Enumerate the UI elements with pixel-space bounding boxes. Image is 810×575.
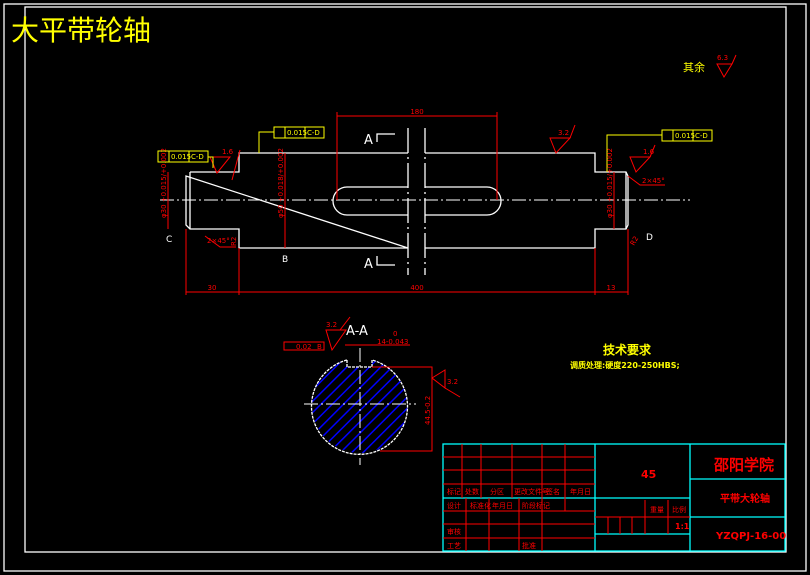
dim-chamfer-right: 2×45° — [642, 177, 665, 185]
part-name: 平带大轮轴 — [720, 492, 770, 505]
school-name: 邵阳学院 — [713, 456, 774, 474]
section-label: A-A — [346, 324, 368, 339]
section-aa — [283, 316, 461, 465]
header-mark: 标记 — [447, 487, 461, 496]
tolerance-datum-3: C-D — [695, 132, 708, 140]
dim-chamfer-left: 2×45° — [207, 237, 230, 245]
header-stage: 阶段标记 — [522, 501, 550, 510]
title-block — [442, 443, 786, 552]
roughness-mid: 3.2 — [558, 129, 569, 137]
tolerance-frames — [157, 126, 713, 172]
dim-fillet-right: R2 — [629, 235, 641, 247]
dim-right-length: 13 — [607, 284, 616, 292]
roughness-left: 1.6 — [222, 148, 234, 156]
label-process: 工艺 — [447, 542, 461, 550]
key-width: 14-0.043 — [377, 338, 408, 346]
symmetry-value: 0.02 — [296, 343, 312, 351]
header-sign: 签名 — [546, 487, 560, 496]
label-review: 审核 — [447, 527, 461, 536]
shaft-outline — [185, 128, 629, 275]
tech-req-title: 技术要求 — [603, 342, 652, 357]
key-depth: 44.5-0.2 — [424, 396, 432, 425]
symmetry-datum: B — [317, 343, 322, 351]
header-change-doc: 更改文件号 — [514, 487, 549, 496]
datum-d: D — [646, 233, 653, 243]
drawing-number: YZQPJ-16-00 — [715, 531, 786, 542]
inner-frame — [24, 6, 787, 553]
dim-keyway-length: 180 — [410, 108, 423, 116]
other-roughness-label: 其余 — [683, 60, 705, 74]
header-zone: 分区 — [490, 487, 504, 496]
header-standard: 标准化 — [470, 501, 491, 510]
section-mark-bottom: A — [364, 257, 373, 272]
header-scale: 比例 — [672, 505, 686, 514]
section-mark-top: A — [364, 133, 373, 148]
dimension-lines — [167, 54, 737, 295]
dim-left-length: 30 — [208, 284, 217, 292]
section-roughness-side: 3.2 — [447, 378, 458, 386]
dim-right-dia: φ30 +0.015/+0.002 — [606, 148, 614, 218]
label-approve: 批准 — [522, 541, 536, 550]
tolerance-value-3: 0.015 — [675, 132, 695, 140]
dim-mid-length: 400 — [410, 284, 423, 292]
section-roughness-top: 3.2 — [326, 321, 337, 329]
dim-fillet-left: R2 — [230, 237, 238, 246]
scale-value: 1:1 — [675, 522, 690, 531]
tolerance-datum-1: C-D — [191, 153, 204, 161]
key-width-upper: 0 — [393, 330, 397, 338]
section-arrows — [376, 133, 395, 266]
dim-left-dia: φ30 +0.015/+0.002 — [160, 148, 168, 218]
other-roughness-value: 6.3 — [717, 54, 728, 62]
header-date: 年月日 — [570, 487, 591, 496]
outer-frame — [3, 3, 807, 572]
dim-mid-dia: φ50 +0.018/+0.002 — [277, 148, 285, 218]
header-design: 设计 — [447, 501, 461, 510]
datum-c: C — [166, 235, 172, 245]
drawing-title: 大平带轮轴 — [11, 14, 151, 47]
title-block-headers: 标记 处数 分区 更改文件号 签名 年月日 设计 标准化 年月日 阶段标记 重量… — [447, 487, 686, 550]
tolerance-datum-2: C-D — [307, 129, 320, 137]
header-date2: 年月日 — [492, 501, 513, 510]
roughness-right: 1.6 — [643, 148, 655, 156]
tolerance-value-1: 0.015 — [171, 153, 191, 161]
header-weight: 重量 — [650, 506, 664, 514]
material: 45 — [641, 468, 656, 481]
datum-b: B — [282, 255, 288, 265]
header-count: 处数 — [465, 487, 479, 496]
tech-req-line: 调质处理:硬度220-250HBS; — [570, 360, 680, 370]
tolerance-value-2: 0.015 — [287, 129, 307, 137]
